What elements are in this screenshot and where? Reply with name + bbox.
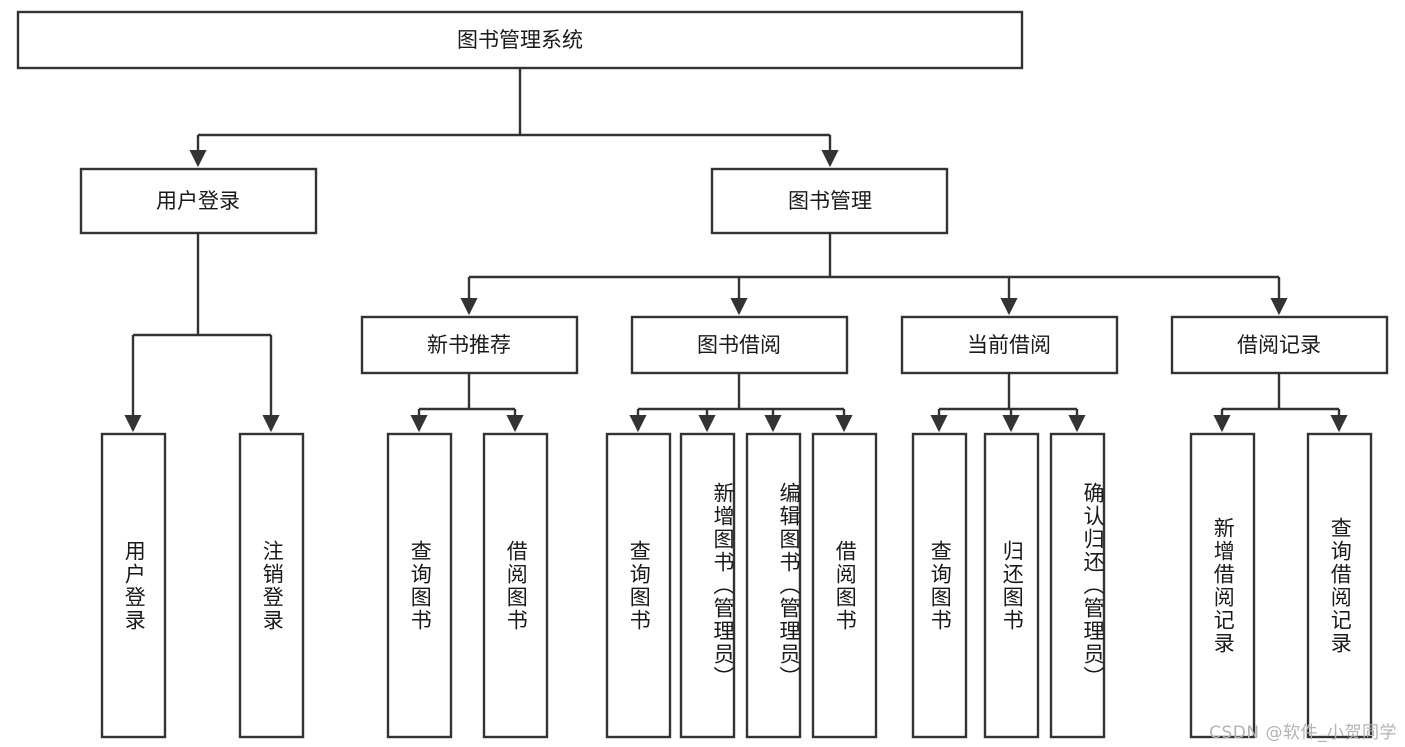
node-book-mgmt-label: 图书管理 (788, 189, 872, 213)
node-current-borrow-box[interactable] (900, 315, 1119, 375)
node-root-box[interactable] (16, 10, 1024, 70)
leaf-box-query-book-3[interactable] (911, 432, 968, 739)
leaf-box-confirm-return[interactable] (1049, 432, 1106, 739)
leaf-box-add-record[interactable] (1189, 432, 1256, 739)
node-new-book-label: 新书推荐 (427, 333, 511, 357)
leaf-box-logout[interactable] (238, 432, 305, 739)
leaf-box-borrow-book-1[interactable] (482, 432, 549, 739)
node-borrow-label: 图书借阅 (697, 333, 781, 357)
node-new-book-box[interactable] (360, 315, 579, 375)
leaf-box-query-record[interactable] (1306, 432, 1373, 739)
node-boxes: 图书管理系统 用户登录 图书管理 新书推荐 图书借阅 当前借阅 借阅记录 (16, 10, 1389, 739)
leaf-box-edit-book[interactable] (745, 432, 802, 739)
node-current-borrow-label: 当前借阅 (967, 333, 1051, 357)
leaf-box-add-book[interactable] (679, 432, 736, 739)
leaf-box-user-login[interactable] (100, 432, 167, 739)
node-book-mgmt-box[interactable] (710, 167, 949, 235)
node-borrow-box[interactable] (630, 315, 849, 375)
leaf-box-query-book-2[interactable] (605, 432, 672, 739)
leaf-box-query-book-1[interactable] (386, 432, 453, 739)
node-borrow-record-label: 借阅记录 (1237, 333, 1321, 357)
csdn-watermark: CSDN @软件_小贺同学 (1209, 723, 1397, 743)
node-borrow-record-box[interactable] (1170, 315, 1389, 375)
node-root-label: 图书管理系统 (457, 28, 583, 52)
leaf-box-return-book[interactable] (983, 432, 1040, 739)
connector-lines (124, 68, 1348, 433)
leaf-box-borrow-book-2[interactable] (811, 432, 878, 739)
node-user-login-label: 用户登录 (156, 189, 240, 213)
node-user-login-box[interactable] (79, 167, 318, 235)
